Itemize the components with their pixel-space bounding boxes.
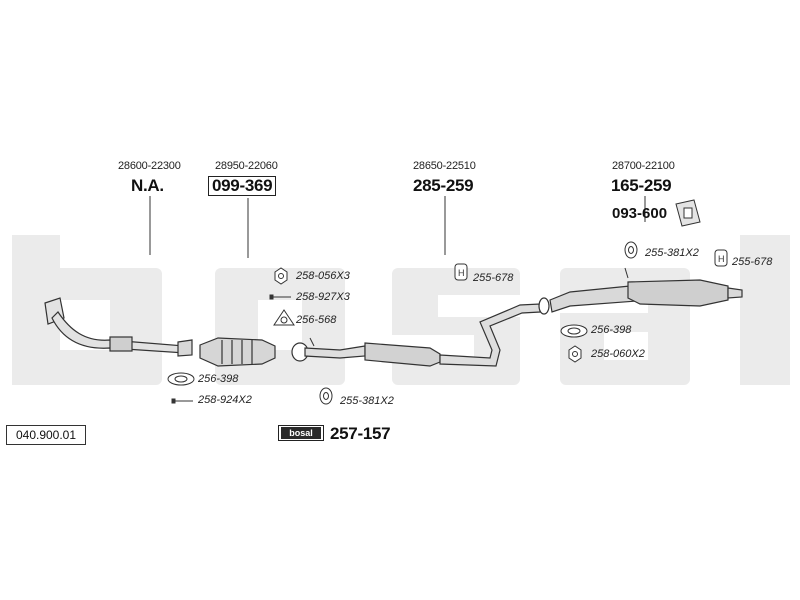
- accessory-label: 256-568: [296, 314, 337, 326]
- oem-number-3: 28650-22510: [413, 160, 476, 172]
- oem-number-4: 28700-22100: [612, 160, 675, 172]
- part-number-side: 093-600: [612, 205, 668, 222]
- front-pipe: [44, 297, 193, 357]
- oem-number-1: 28600-22300: [118, 160, 181, 172]
- part-number-4: 165-259: [611, 176, 672, 195]
- accessory-label: 255-381X2: [340, 395, 394, 407]
- part-number-2: 099-369: [208, 176, 277, 196]
- accessory-label: 258-927X3: [296, 291, 350, 303]
- accessory-label: 256-398: [198, 373, 239, 385]
- svg-text:H: H: [718, 254, 725, 264]
- catalog-number: 040.900.01: [6, 425, 86, 445]
- brand-kit-tag: bosal: [278, 425, 324, 441]
- accessory-label: 255-678: [732, 256, 773, 268]
- part-number-3: 285-259: [413, 176, 474, 195]
- rubber-hanger-icon: [714, 249, 728, 267]
- center-pipe: [291, 303, 541, 367]
- accessory-label: 258-056X3: [296, 270, 350, 282]
- leader-lines: [149, 196, 646, 258]
- rubber-hanger-icon: [454, 263, 468, 281]
- svg-text:H: H: [458, 268, 465, 278]
- part-number-1: N.A.: [131, 176, 164, 195]
- oem-number-2: 28950-22060: [215, 160, 278, 172]
- accessory-label: 255-381X2: [645, 247, 699, 259]
- brand-kit-tag-text: bosal: [281, 427, 321, 439]
- catalytic-converter: [199, 337, 276, 367]
- kit-part-number: 257-157: [330, 424, 391, 443]
- accessory-icons: H H: [167, 199, 728, 405]
- accessory-label: 258-060X2: [591, 348, 645, 360]
- accessory-label: 256-398: [591, 324, 632, 336]
- accessory-label: 255-678: [473, 272, 514, 284]
- accessory-label: 258-924X2: [198, 394, 252, 406]
- rear-muffler: [538, 279, 743, 315]
